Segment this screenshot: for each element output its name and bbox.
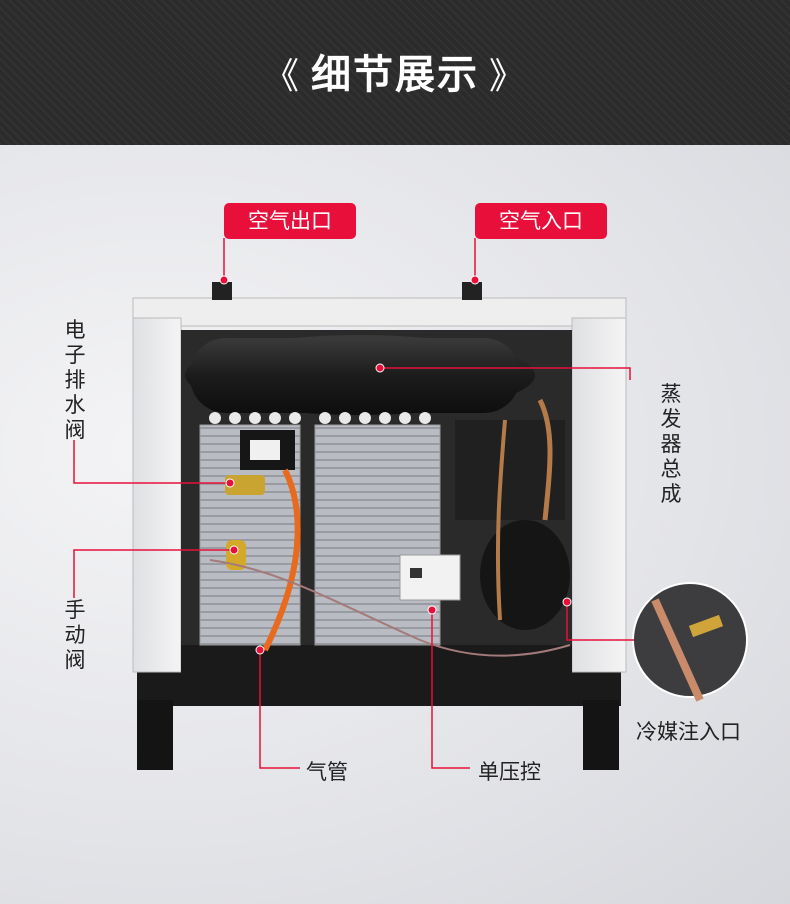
evaporator-label: 蒸发器总成 <box>660 382 682 506</box>
air-outlet-tag: 空气出口 <box>224 203 356 239</box>
pressure-switch <box>399 554 461 601</box>
chevron-left-icon: 《 <box>262 56 301 97</box>
air-fittings <box>212 282 482 300</box>
air-inlet-tag: 空气入口 <box>475 203 607 239</box>
air-pipe <box>262 468 301 652</box>
manual-valve-label: 手动阀 <box>64 598 86 672</box>
page-title: 《细节展示》 <box>0 42 790 100</box>
refrigerant-inlet-label: 冷媒注入口 <box>636 720 741 744</box>
air-pipe-label: 气管 <box>306 760 348 784</box>
refrigerant-inlet-inset <box>632 582 748 702</box>
title-text: 细节展示 <box>311 52 479 98</box>
chevron-right-icon: 》 <box>489 56 528 97</box>
drain-valve-label: 电子排水阀 <box>64 318 86 442</box>
header-banner: 《细节展示》 <box>0 0 790 145</box>
condenser-coil <box>199 412 441 646</box>
leader-dots <box>219 275 572 655</box>
leader-lines <box>73 238 634 769</box>
drain-valve <box>225 430 295 495</box>
base-stand <box>137 668 621 770</box>
compressor <box>455 398 570 630</box>
pressure-switch-label: 单压控 <box>478 760 541 784</box>
wiring <box>209 559 571 657</box>
